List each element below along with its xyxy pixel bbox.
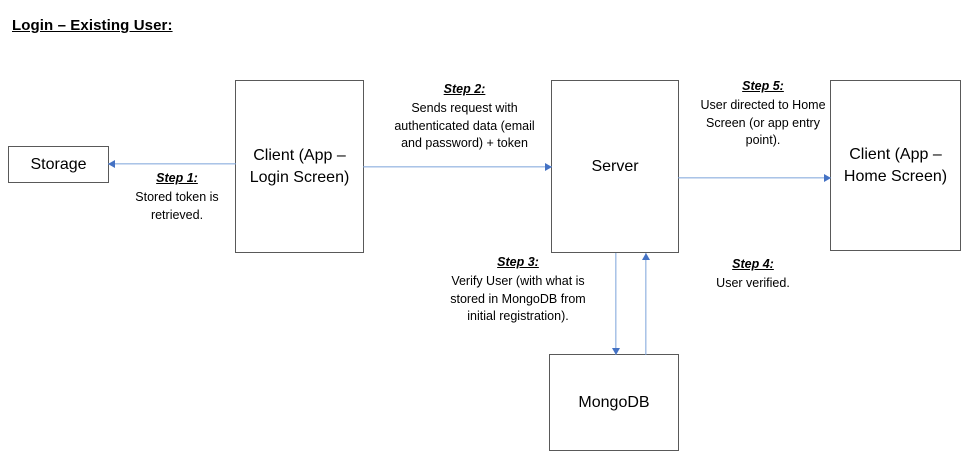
arrow-head-right-icon	[545, 162, 552, 171]
arrow-head-down-icon	[611, 348, 620, 355]
step-4-heading: Step 4:	[732, 257, 774, 271]
arrow-mongodb-to-server	[640, 253, 651, 355]
arrow-head-right-icon	[824, 173, 831, 182]
label-step-2: Step 2: Sends request with authenticated …	[383, 81, 546, 152]
arrow-shaft	[614, 253, 617, 355]
page-title: Login – Existing User:	[12, 17, 173, 34]
node-label-client-login: Client (App – Login Screen)	[249, 146, 350, 186]
arrow-client-login-to-server	[363, 161, 552, 172]
arrow-server-to-client-home	[678, 172, 831, 183]
node-client-login: Client (App – Login Screen)	[235, 80, 364, 253]
arrow-shaft	[108, 162, 236, 165]
node-label-storage: Storage	[30, 155, 87, 173]
arrow-shaft	[644, 253, 647, 355]
arrow-head-left-icon	[108, 159, 115, 168]
node-label-client-home: Client (App – Home Screen)	[843, 145, 948, 185]
step-5-heading: Step 5:	[742, 79, 784, 93]
label-step-4: Step 4: User verified.	[692, 256, 814, 293]
node-client-home: Client (App – Home Screen)	[830, 80, 961, 251]
step-2-description: Sends request with authenticated data (e…	[394, 101, 535, 150]
step-3-description: Verify User (with what is stored in Mong…	[450, 274, 586, 323]
step-3-heading: Step 3:	[497, 255, 539, 269]
arrow-client-login-to-storage	[108, 158, 236, 169]
node-label-server: Server	[591, 157, 639, 175]
step-1-description: Stored token is retrieved.	[135, 190, 219, 222]
arrow-server-to-mongodb	[610, 253, 621, 355]
step-4-description: User verified.	[716, 276, 790, 291]
step-1-heading: Step 1:	[156, 171, 198, 185]
arrow-shaft	[678, 176, 831, 179]
step-5-description: User directed to Home Screen (or app ent…	[700, 98, 826, 147]
label-step-1: Step 1: Stored token is retrieved.	[118, 170, 236, 224]
arrow-head-up-icon	[641, 253, 650, 260]
label-step-3: Step 3: Verify User (with what is stored …	[434, 254, 602, 325]
node-storage: Storage	[8, 146, 109, 183]
step-2-heading: Step 2:	[443, 82, 486, 96]
node-label-mongodb: MongoDB	[578, 393, 650, 411]
node-mongodb: MongoDB	[549, 354, 679, 451]
label-step-5: Step 5: User directed to Home Screen (or …	[686, 78, 840, 149]
node-server: Server	[551, 80, 679, 253]
arrow-shaft	[363, 165, 552, 168]
